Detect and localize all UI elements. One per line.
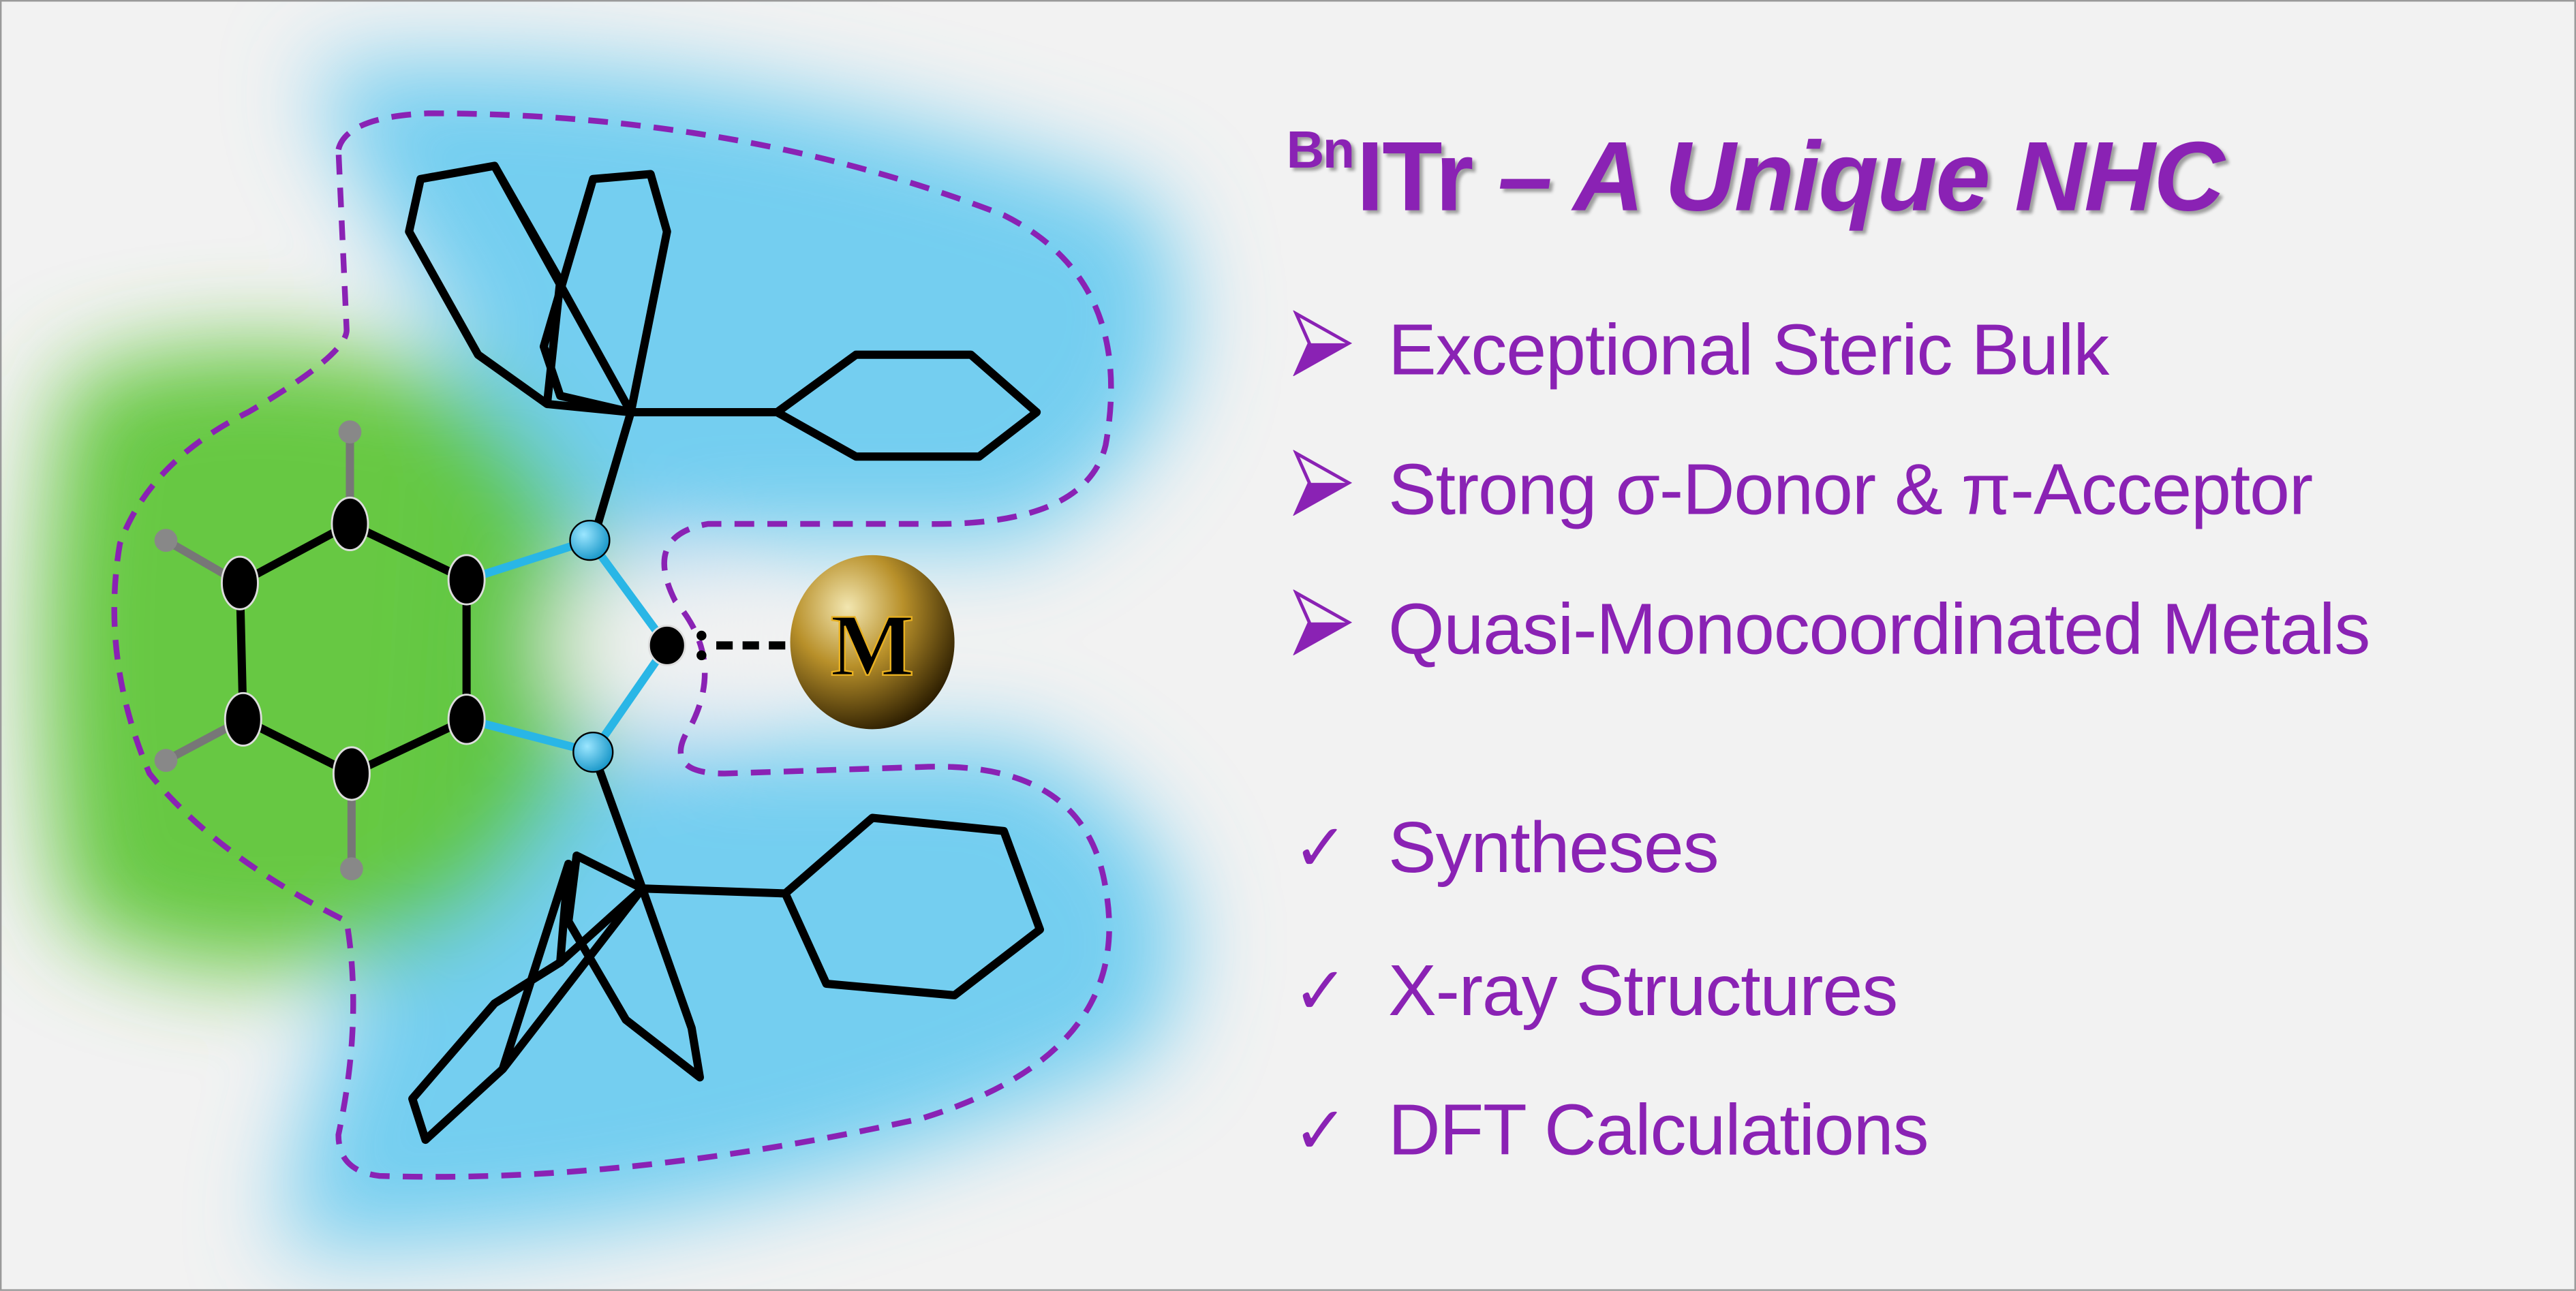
title-italic: A Unique NHC bbox=[1573, 121, 2224, 232]
nitrogen-atoms bbox=[569, 519, 614, 773]
checklist-label: X-ray Structures bbox=[1388, 950, 1898, 1031]
benzimidazole-core bbox=[154, 420, 791, 881]
feature-label: Strong σ-Donor & π-Acceptor bbox=[1388, 450, 2313, 531]
carbon-atoms bbox=[220, 496, 686, 801]
feature-item: Strong σ-Donor & π-Acceptor bbox=[1292, 449, 2313, 533]
feature-label: Quasi-Monocoordinated Metals bbox=[1388, 589, 2370, 670]
feature-item: Exceptional Steric Bulk bbox=[1292, 309, 2109, 393]
checkmark-icon: ✓ bbox=[1293, 1095, 1349, 1168]
arrowhead-bullet-icon bbox=[1292, 589, 1388, 672]
feature-item: Quasi-Monocoordinated Metals bbox=[1292, 589, 2370, 672]
arrowhead-bullet-icon bbox=[1292, 449, 1388, 533]
checklist-item: ✓ Syntheses bbox=[1293, 808, 1719, 890]
lone-pair bbox=[696, 630, 707, 641]
checklist-label: DFT Calculations bbox=[1388, 1090, 1929, 1171]
checkmark-icon: ✓ bbox=[1293, 956, 1349, 1029]
arrowhead-bullet-icon bbox=[1292, 309, 1388, 393]
page-title: BnITr – A Unique NHC bbox=[1286, 119, 2225, 233]
steric-outline bbox=[111, 110, 1114, 1180]
checklist-item: ✓ X-ray Structures bbox=[1293, 950, 1898, 1033]
hydrogen-atoms bbox=[154, 420, 363, 881]
checklist-item: ✓ DFT Calculations bbox=[1293, 1090, 1929, 1173]
title-main: ITr bbox=[1356, 121, 1473, 232]
checkmark-icon: ✓ bbox=[1293, 813, 1349, 886]
trityl-upper bbox=[405, 161, 1041, 542]
title-superscript: Bn bbox=[1286, 119, 1355, 179]
steric-shading bbox=[42, 61, 1182, 1250]
checklist-label: Syntheses bbox=[1388, 808, 1719, 889]
metal-label: M bbox=[831, 597, 915, 695]
metal-sphere: M bbox=[790, 555, 955, 730]
trityl-lower bbox=[408, 751, 1044, 1145]
feature-label: Exceptional Steric Bulk bbox=[1388, 310, 2109, 391]
title-dash: – bbox=[1472, 121, 1574, 232]
